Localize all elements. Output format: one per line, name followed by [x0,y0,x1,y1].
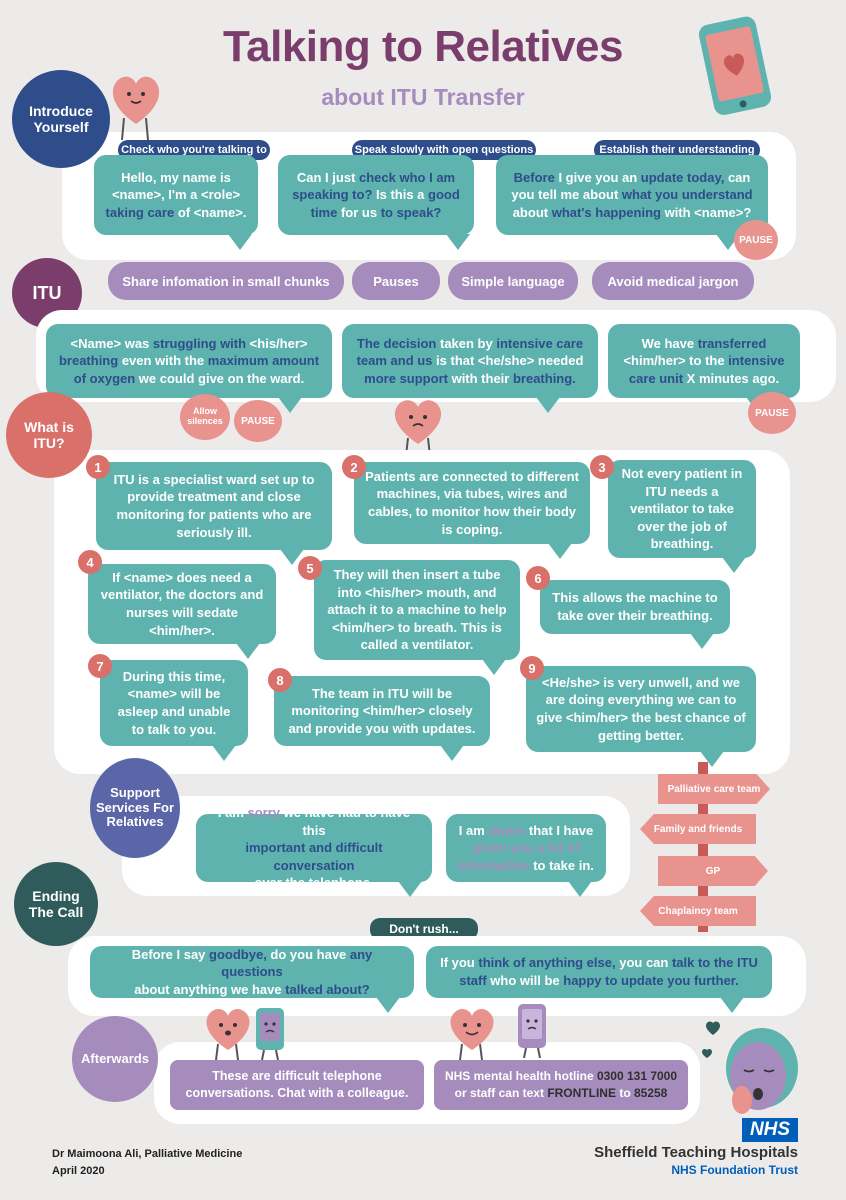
itu-fact-1: ITU is a specialist ward set up to provi… [96,462,332,550]
phone-character-icon [518,1004,546,1058]
itu-fact-4: If <name> does need a ventilator, the do… [88,564,276,644]
support-section-label: Support Services For Relatives [90,758,180,858]
pill-simple-language: Simple language [448,262,578,300]
step-number: 4 [78,550,102,574]
heart-character-icon [206,1009,250,1060]
afterwards-section-label: Afterwards [72,1016,158,1102]
footer-credits: Dr Maimoona Ali, Palliative Medicine Apr… [52,1146,242,1179]
step-number: 8 [268,668,292,692]
phone-character-icon [256,1008,284,1060]
pill-small-chunks: Share infomation in small chunks [108,262,344,300]
page-title: Talking to Relatives [223,22,623,71]
dont-rush-tab: Don't rush... [370,918,478,940]
itu-fact-6: This allows the machine to take over the… [540,580,730,634]
heart-character-icon [450,1009,494,1060]
itu-bubble-transferred: We have transferred<him/her> to the inte… [608,324,800,398]
itu-fact-2: Patients are connected to different mach… [354,462,590,544]
step-number: 9 [520,656,544,680]
footer-author: Dr Maimoona Ali, Palliative Medicine [52,1148,243,1160]
thinking-person-icon [702,1021,798,1114]
pause-badge: PAUSE [234,400,282,442]
ending-bubble-goodbye: Before I say goodbye, do you have any qu… [90,946,414,998]
what-is-itu-section-label: What is ITU? [6,392,92,478]
trust-name: NHS Foundation Trust [671,1163,798,1177]
step-number: 6 [526,566,550,590]
step-number: 2 [342,455,366,479]
phone-heart-icon [698,16,772,115]
pause-badge: PAUSE [748,392,796,434]
itu-fact-7: During this time, <name> will be asleep … [100,660,248,746]
ending-bubble-anything-else: If you think of anything else, you can t… [426,946,772,998]
nhs-logo: NHS [742,1118,798,1142]
pill-avoid-jargon: Avoid medical jargon [592,262,754,300]
sign-family-friends: Family and friends [640,814,756,844]
sign-chaplaincy: Chaplaincy team [640,896,756,926]
itu-fact-9: <He/she> is very unwell, and we are doin… [526,666,756,752]
itu-bubble-struggling: <Name> was struggling with <his/her>brea… [46,324,332,398]
introduce-section-label: Introduce Yourself [12,70,110,168]
step-number: 7 [88,654,112,678]
sign-palliative-care: Palliative care team [658,774,770,804]
step-number: 5 [298,556,322,580]
allow-silences-badge: Allow silences [180,394,230,440]
heart-character-icon [112,76,160,141]
pill-pauses: Pauses [352,262,440,300]
step-number: 1 [86,455,110,479]
footer-date: April 2020 [52,1164,105,1177]
itu-fact-5: They will then insert a tube into <his/h… [314,560,520,660]
page-subtitle: about ITU Transfer [321,84,525,110]
heart-character-icon [394,400,442,457]
sign-gp: GP [658,856,768,886]
step-number: 3 [590,455,614,479]
intro-bubble-hello: Hello, my name is<name>, I'm a <role>tak… [94,155,258,235]
ending-section-label: Ending The Call [14,862,98,946]
org-name: Sheffield Teaching Hospitals [594,1144,798,1161]
signpost-icon [698,762,708,932]
pause-badge: PAUSE [734,220,778,260]
itu-fact-8: The team in ITU will be monitoring <him/… [274,676,490,746]
itu-fact-3: Not every patient in ITU needs a ventila… [608,460,756,558]
